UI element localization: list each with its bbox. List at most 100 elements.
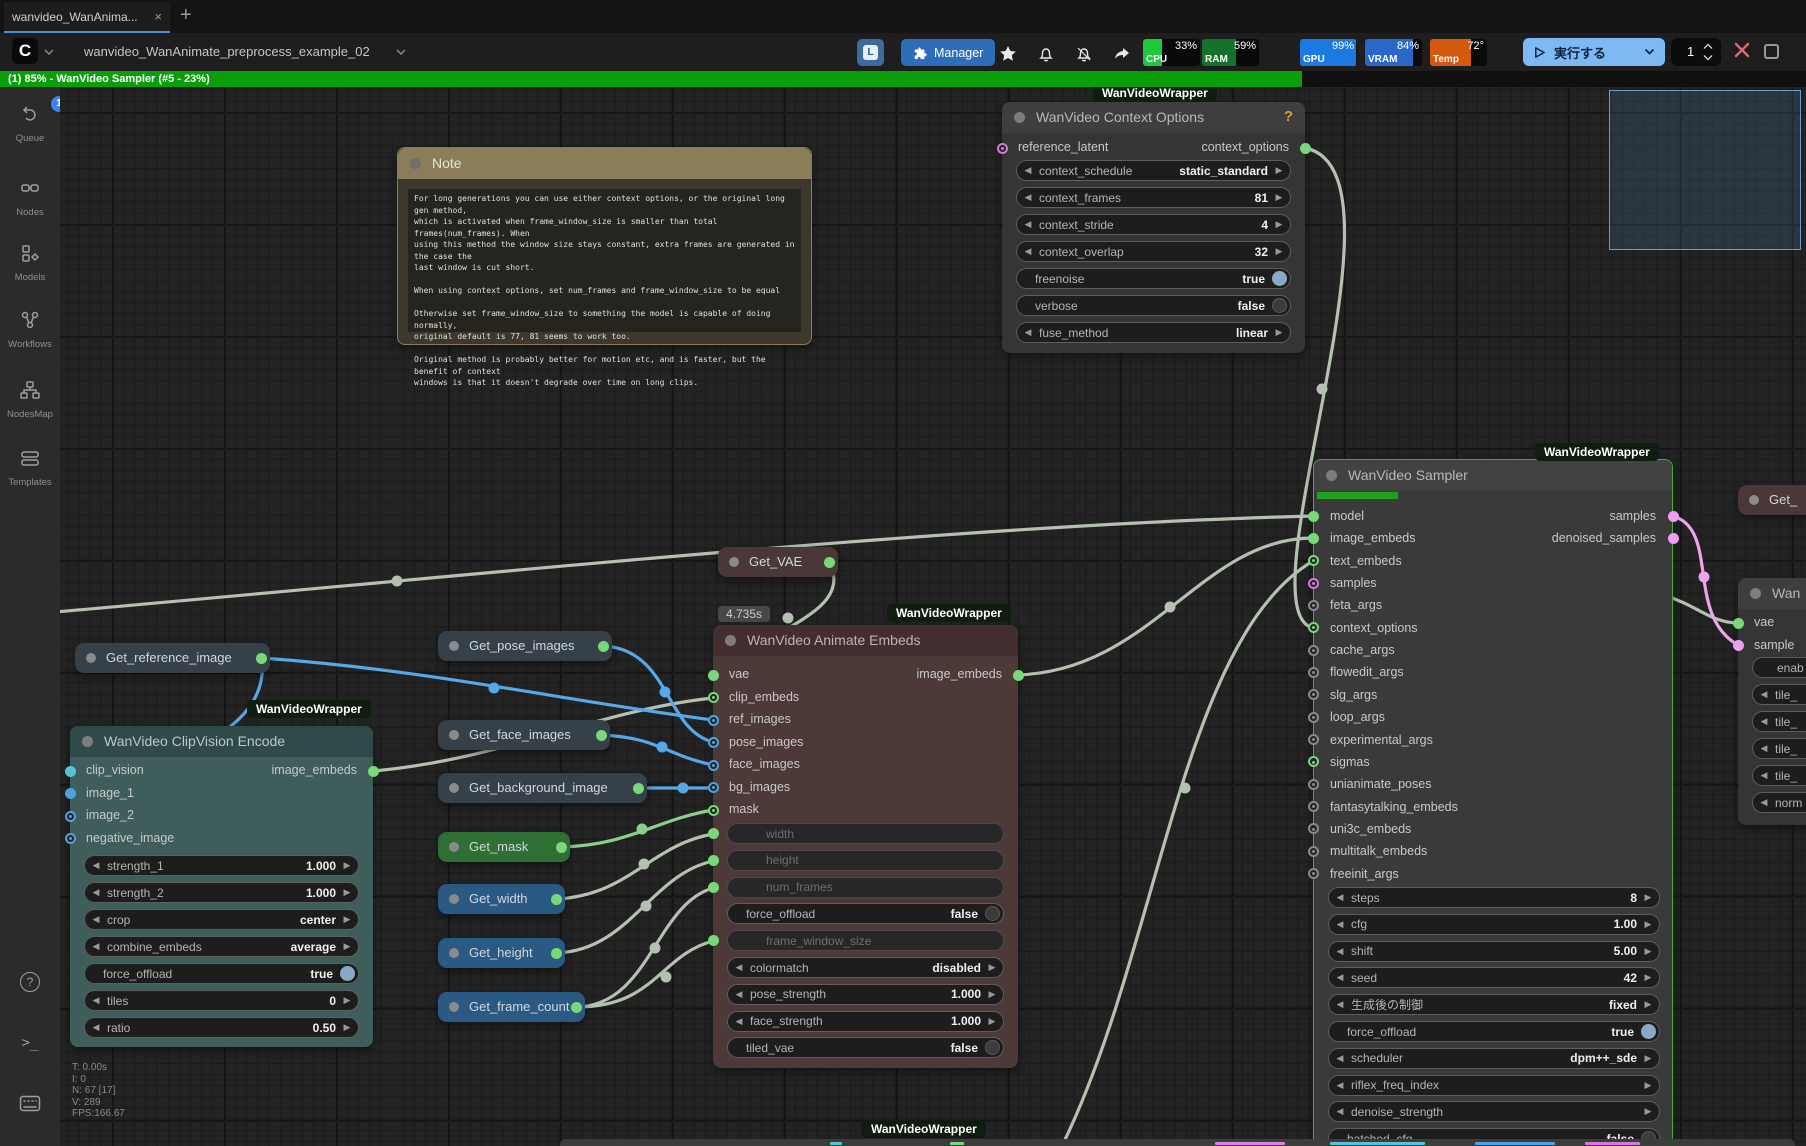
node-wan-right[interactable]: Wanvaesampleenab◀tile_▶◀tile_▶◀tile_▶◀ti… xyxy=(1738,578,1806,825)
socket-denoised_samples[interactable] xyxy=(1667,532,1679,544)
socket-get-face-images-output[interactable] xyxy=(595,729,607,741)
graph-canvas[interactable]: Note For long generations you can use ei… xyxy=(60,87,1806,1146)
note-text[interactable]: For long generations you can use either … xyxy=(408,189,801,387)
node-get-mask[interactable]: Get_mask xyxy=(438,832,570,862)
socket-image_2[interactable] xyxy=(64,810,76,822)
socket-loop_args[interactable] xyxy=(1307,711,1319,723)
socket-get-frame-count-output[interactable] xyxy=(570,1001,582,1013)
socket-image_embeds[interactable] xyxy=(1012,669,1024,681)
socket-get-reference-image-output[interactable] xyxy=(255,652,267,664)
stop-icon[interactable] xyxy=(1764,44,1779,59)
sidebar-item-shortcuts[interactable] xyxy=(0,1095,60,1117)
link[interactable] xyxy=(1011,536,1314,677)
socket-get-background-image-output[interactable] xyxy=(632,782,644,794)
socket-get-pose-images-output[interactable] xyxy=(597,640,609,652)
link[interactable] xyxy=(1060,559,1314,1146)
socket-mask[interactable] xyxy=(707,804,719,816)
widget-denoise_strength[interactable]: ◀denoise_strength▶ xyxy=(1328,1101,1660,1123)
widget-tile_[interactable]: ◀tile_▶ xyxy=(1752,765,1806,786)
sidebar-item-terminal[interactable]: >_ xyxy=(0,1035,60,1051)
socket-clip_vision[interactable] xyxy=(64,765,76,777)
new-tab-button[interactable]: + xyxy=(180,4,192,26)
socket-reference_latent[interactable] xyxy=(996,142,1008,154)
link[interactable] xyxy=(603,644,714,744)
widget-tile_[interactable]: ◀tile_▶ xyxy=(1752,738,1806,759)
sidebar-item-help[interactable]: ? xyxy=(0,972,60,992)
tab-close-icon[interactable]: × xyxy=(154,9,162,24)
socket-unianimate_poses[interactable] xyxy=(1307,778,1319,790)
sidebar-item-workflows[interactable]: Workflows xyxy=(0,309,60,350)
drag-handle-icon[interactable] xyxy=(1505,46,1517,60)
link[interactable] xyxy=(60,514,1314,614)
sidebar-item-nodesmap[interactable]: NodesMap xyxy=(0,379,60,420)
star-icon[interactable] xyxy=(999,45,1017,63)
node-context-options[interactable]: WanVideo Context Options?reference_laten… xyxy=(1002,102,1305,353)
link[interactable] xyxy=(576,886,714,1009)
socket-samples[interactable] xyxy=(1667,510,1679,522)
socket-frame_window_size[interactable] xyxy=(707,935,719,947)
socket-fantasytalking_embeds[interactable] xyxy=(1307,801,1319,813)
socket-ref_images[interactable] xyxy=(707,714,719,726)
socket-freeinit_args[interactable] xyxy=(1307,868,1319,880)
bell-off-icon[interactable] xyxy=(1075,45,1093,63)
socket-slg_args[interactable] xyxy=(1307,689,1319,701)
socket-multitalk_embeds[interactable] xyxy=(1307,845,1319,857)
socket-negative_image[interactable] xyxy=(64,833,76,845)
sidebar-item-nodes[interactable]: Nodes xyxy=(0,177,60,218)
socket-pose_images[interactable] xyxy=(707,737,719,748)
socket-context_options[interactable] xyxy=(1299,142,1311,154)
link[interactable] xyxy=(556,832,714,901)
node-get-right[interactable]: Get_ xyxy=(1738,485,1806,515)
node-get-pose-images[interactable]: Get_pose_images xyxy=(438,631,612,661)
socket-context_options[interactable] xyxy=(1307,622,1319,634)
socket-num_frames[interactable] xyxy=(707,881,719,893)
socket-get-mask-output[interactable] xyxy=(555,841,567,853)
node-get-height[interactable]: Get_height xyxy=(438,938,565,968)
socket-experimental_args[interactable] xyxy=(1307,734,1319,745)
share-icon[interactable] xyxy=(1113,45,1131,63)
socket-image_embeds[interactable] xyxy=(367,765,379,777)
link[interactable] xyxy=(556,859,714,955)
socket-image_embeds[interactable] xyxy=(1307,532,1319,544)
socket-text_embeds[interactable] xyxy=(1307,555,1319,567)
socket-height[interactable] xyxy=(707,854,719,866)
socket-width[interactable] xyxy=(707,828,719,839)
socket-vae[interactable] xyxy=(1732,617,1744,629)
chevron-down-icon[interactable] xyxy=(44,49,54,56)
widget-height[interactable]: height xyxy=(727,849,1004,871)
socket-clip_embeds[interactable] xyxy=(707,692,719,703)
widget-tile_[interactable]: ◀tile_▶ xyxy=(1752,684,1806,705)
widget-frame_window_size[interactable]: frame_window_size xyxy=(727,930,1004,952)
run-button[interactable]: 実行する xyxy=(1523,38,1665,66)
batch-count-input[interactable]: 1 xyxy=(1671,38,1721,66)
sidebar-item-models[interactable]: Models xyxy=(0,242,60,283)
chevron-down-icon[interactable] xyxy=(1644,48,1655,56)
widget-enab[interactable]: enab xyxy=(1752,657,1806,678)
socket-vae[interactable] xyxy=(707,669,719,681)
node-get-reference-image[interactable]: Get_reference_image xyxy=(75,643,270,673)
widget-norm[interactable]: ◀norm▶ xyxy=(1752,792,1806,813)
widget-riflex_freq_index[interactable]: ◀riflex_freq_index▶ xyxy=(1328,1074,1660,1096)
socket-uni3c_embeds[interactable] xyxy=(1307,823,1319,835)
socket-face_images[interactable] xyxy=(707,759,719,771)
socket-get-height-output[interactable] xyxy=(550,947,562,959)
comfyui-logo[interactable]: C xyxy=(12,38,38,64)
sidebar-item-templates[interactable]: Templates xyxy=(0,447,60,488)
node-get-background-image[interactable]: Get_background_image xyxy=(438,773,647,803)
